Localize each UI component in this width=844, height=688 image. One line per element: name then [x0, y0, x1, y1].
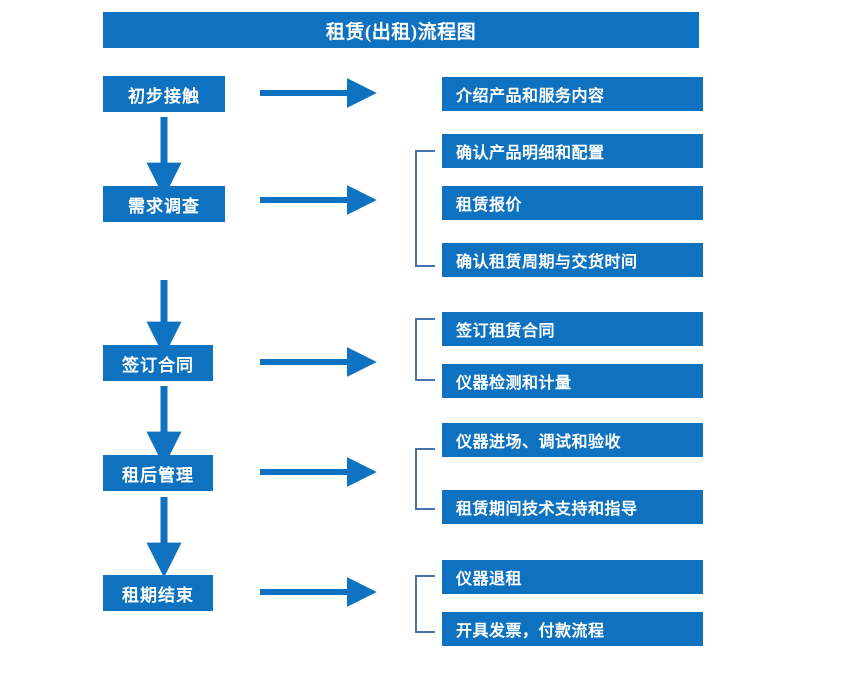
- stage-label-3: 签订合同: [122, 355, 194, 375]
- detail-box-4-1[interactable]: 仪器进场、调试和验收: [442, 423, 703, 457]
- group-bracket-5: [415, 575, 435, 633]
- detail-box-2-1[interactable]: 确认产品明细和配置: [442, 134, 703, 168]
- detail-box-5-2[interactable]: 开具发票，付款流程: [442, 612, 703, 646]
- group-bracket-3: [415, 318, 435, 381]
- detail-box-4-2[interactable]: 租赁期间技术支持和指导: [442, 490, 703, 524]
- stage-label-2: 需求调查: [128, 196, 200, 216]
- detail-label-5-1: 仪器退租: [456, 571, 523, 588]
- detail-label-3-1: 签订租赁合同: [456, 323, 556, 340]
- detail-label-2-3: 确认租赁周期与交货时间: [456, 254, 638, 271]
- stage-box-4[interactable]: 租后管理: [103, 455, 213, 491]
- detail-label-3-2: 仪器检测和计量: [456, 375, 572, 392]
- detail-label-4-2: 租赁期间技术支持和指导: [456, 501, 638, 518]
- detail-box-3-1[interactable]: 签订租赁合同: [442, 312, 703, 346]
- detail-label-1-1: 介绍产品和服务内容: [456, 88, 605, 105]
- stage-box-5[interactable]: 租期结束: [103, 575, 213, 611]
- detail-box-1-1[interactable]: 介绍产品和服务内容: [442, 77, 703, 111]
- detail-box-5-1[interactable]: 仪器退租: [442, 560, 703, 594]
- group-bracket-4: [415, 448, 435, 510]
- detail-label-4-1: 仪器进场、调试和验收: [456, 434, 622, 451]
- stage-box-1[interactable]: 初步接触: [103, 76, 225, 112]
- stage-box-3[interactable]: 签订合同: [103, 345, 213, 381]
- detail-box-2-2[interactable]: 租赁报价: [442, 186, 703, 220]
- stage-box-2[interactable]: 需求调查: [103, 186, 225, 222]
- detail-box-3-2[interactable]: 仪器检测和计量: [442, 364, 703, 398]
- flowchart-title: 租赁(出租)流程图: [103, 12, 699, 48]
- stage-label-1: 初步接触: [128, 86, 200, 106]
- stage-label-4: 租后管理: [122, 465, 194, 485]
- detail-box-2-3[interactable]: 确认租赁周期与交货时间: [442, 243, 703, 277]
- detail-label-5-2: 开具发票，付款流程: [456, 623, 605, 640]
- detail-label-2-1: 确认产品明细和配置: [456, 145, 605, 162]
- detail-label-2-2: 租赁报价: [456, 197, 523, 214]
- group-bracket-2: [415, 150, 435, 267]
- stage-label-5: 租期结束: [122, 585, 194, 605]
